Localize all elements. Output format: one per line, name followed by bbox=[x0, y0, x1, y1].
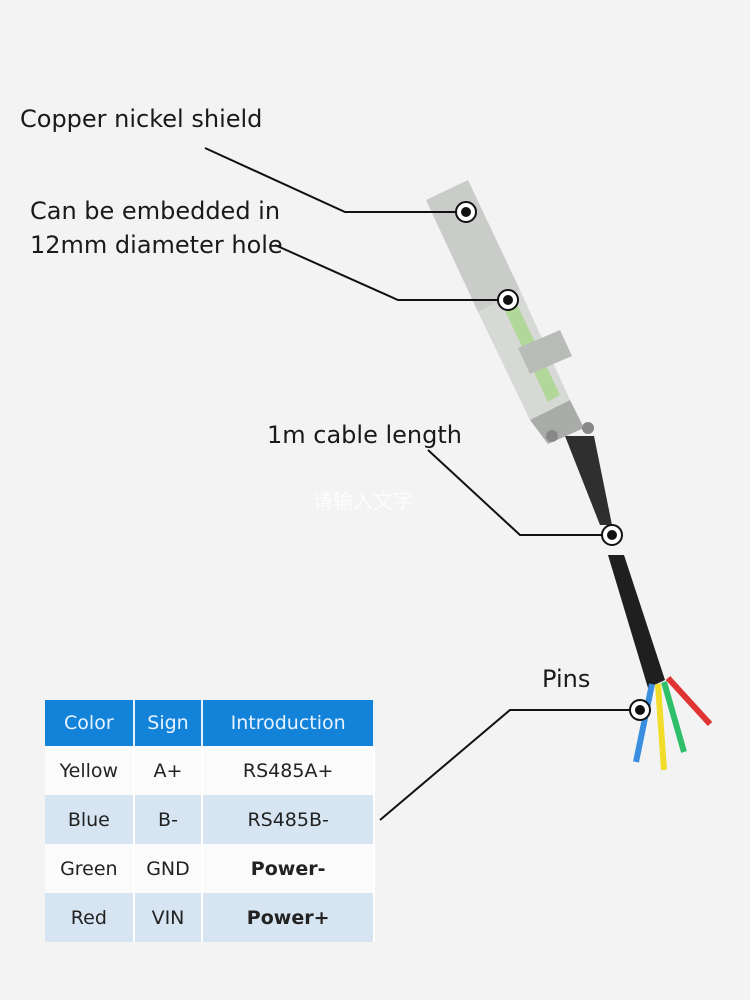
watermark-text: 请输入文字 bbox=[313, 489, 413, 513]
callout-shield: Copper nickel shield bbox=[20, 105, 263, 133]
header-color: Color bbox=[45, 700, 135, 746]
cell-color: Green bbox=[45, 844, 135, 893]
cell-intro: RS485A+ bbox=[202, 746, 375, 795]
cell-sign: VIN bbox=[133, 893, 204, 942]
callout-embed-line1: Can be embedded in bbox=[30, 197, 281, 225]
pin-table: Color Sign Introduction Yellow A+ RS485A… bbox=[45, 700, 375, 942]
marker-icon bbox=[601, 524, 623, 546]
cell-intro: Power- bbox=[202, 844, 375, 893]
table-row: Red VIN Power+ bbox=[45, 893, 375, 942]
header-sign: Sign bbox=[133, 700, 204, 746]
cell-color: Red bbox=[45, 893, 135, 942]
header-introduction: Introduction bbox=[202, 700, 375, 746]
cell-color: Yellow bbox=[45, 746, 135, 795]
callout-pins: Pins bbox=[542, 665, 591, 693]
sensor-probe-icon bbox=[426, 180, 594, 444]
cell-sign: B- bbox=[133, 795, 204, 844]
table-row: Yellow A+ RS485A+ bbox=[45, 746, 375, 795]
callout-cable: 1m cable length bbox=[267, 421, 462, 449]
table-header-row: Color Sign Introduction bbox=[45, 700, 375, 746]
cell-sign: GND bbox=[133, 844, 204, 893]
marker-icon bbox=[455, 201, 477, 223]
table-row: Green GND Power- bbox=[45, 844, 375, 893]
table-row: Blue B- RS485B- bbox=[45, 795, 375, 844]
cell-intro: RS485B- bbox=[202, 795, 375, 844]
cell-color: Blue bbox=[45, 795, 135, 844]
marker-icon bbox=[497, 289, 519, 311]
marker-icon bbox=[629, 699, 651, 721]
cell-intro: Power+ bbox=[202, 893, 375, 942]
cell-sign: A+ bbox=[133, 746, 204, 795]
callout-embed-line2: 12mm diameter hole bbox=[30, 231, 283, 259]
